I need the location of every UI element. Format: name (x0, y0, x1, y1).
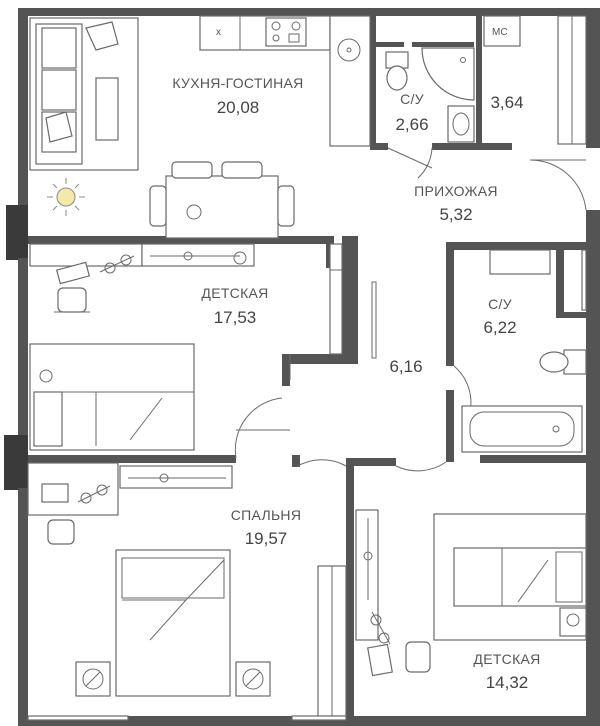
stove-label: x (216, 27, 221, 38)
kids2-name: ДЕТСКАЯ (473, 651, 540, 667)
bedroom-area: 19,57 (245, 529, 288, 548)
hall-name: ПРИХОЖАЯ (414, 183, 498, 199)
corridor-area: 6,16 (389, 357, 422, 376)
kids1-name: ДЕТСКАЯ (201, 285, 268, 301)
sun-light-icon (47, 178, 85, 216)
bath1-fixtures: МС (385, 15, 587, 145)
kids1-area: 17,53 (214, 308, 257, 327)
mc-label: МС (492, 27, 508, 38)
walls (4, 8, 600, 726)
bedroom-name: СПАЛЬНЯ (231, 507, 302, 523)
kids2-furniture (355, 509, 587, 677)
kids2-area: 14,32 (486, 673, 529, 692)
windows (27, 249, 587, 721)
room-labels: КУХНЯ-ГОСТИНАЯ 20,08 С/У 2,66 3,64 ПРИХО… (172, 75, 540, 692)
closet-area: 3,64 (490, 93, 523, 112)
kitchen-area: 20,08 (217, 98, 260, 117)
bath2-area: 6,22 (483, 318, 516, 337)
kids1-furniture (29, 243, 377, 451)
bath1-name: С/У (400, 91, 424, 107)
bath2-fixtures (461, 249, 587, 453)
bath2-name: С/У (488, 296, 512, 312)
bath1-area: 2,66 (395, 115, 428, 134)
bedroom-furniture (27, 462, 347, 717)
kitchen-furniture: x (29, 15, 371, 239)
kitchen-name: КУХНЯ-ГОСТИНАЯ (172, 75, 303, 91)
hall-area: 5,32 (439, 205, 472, 224)
